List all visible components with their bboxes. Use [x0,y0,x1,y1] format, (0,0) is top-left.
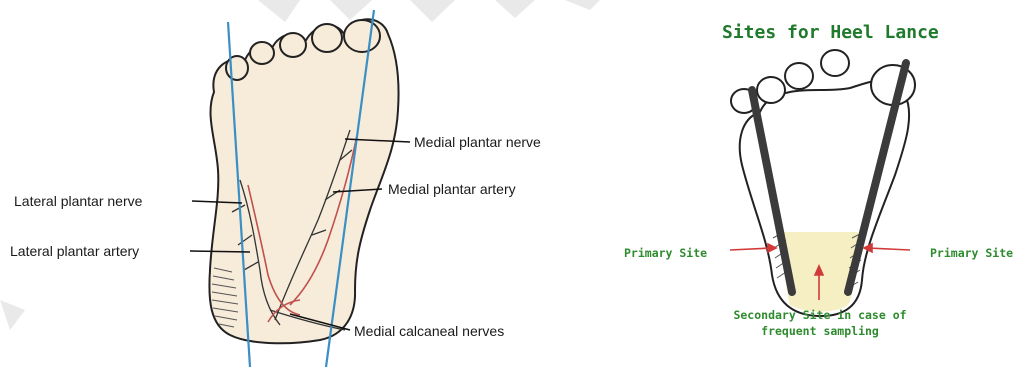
infant-toe-2 [821,50,849,76]
toe-4 [250,42,274,64]
heel-lance-title: Sites for Heel Lance [722,22,939,43]
label-medial-plantar-artery: Medial plantar artery [388,181,516,197]
toe-3 [280,33,306,57]
label-primary-site-right: Primary Site [930,246,1013,260]
label-lateral-plantar-nerve: Lateral plantar nerve [14,193,142,209]
label-medial-plantar-nerve: Medial plantar nerve [414,134,541,150]
plantar-foot-illustration [209,10,398,367]
label-secondary-site-line2: frequent sampling [690,324,950,338]
label-medial-calcaneal-nerves: Medial calcaneal nerves [354,323,504,339]
toe-1 [344,20,380,52]
label-primary-site-left: Primary Site [624,246,707,260]
label-secondary-site-line1: Secondary Site in case of [690,308,950,322]
heel-lance-illustration [730,50,915,316]
toe-2 [312,24,342,52]
leader-lateral-plantar-artery [190,251,250,252]
infant-toe-3 [785,63,813,89]
label-lateral-plantar-artery: Lateral plantar artery [10,243,139,259]
infant-toe-4 [757,77,785,103]
